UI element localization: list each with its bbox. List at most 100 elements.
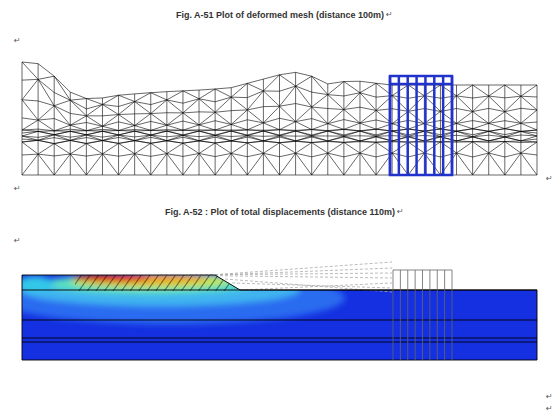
mesh-line — [22, 136, 38, 140]
mesh-line — [424, 96, 440, 112]
mesh-line — [344, 93, 360, 110]
mesh-line — [119, 154, 135, 175]
mesh-line — [70, 99, 86, 101]
mesh-line — [215, 153, 231, 175]
mesh-line — [231, 141, 247, 143]
mesh-line — [54, 76, 70, 100]
mesh-line — [38, 144, 54, 155]
mesh-line — [296, 76, 312, 86]
mesh-line — [296, 143, 312, 154]
mesh-line — [151, 93, 167, 100]
mesh-line — [119, 143, 135, 153]
mesh-line — [263, 131, 279, 136]
mesh-line — [183, 130, 199, 132]
mesh-line — [199, 131, 215, 135]
mesh-line — [22, 79, 38, 99]
mesh-line — [135, 143, 151, 153]
mesh-line — [102, 98, 103, 175]
mesh-line — [472, 85, 473, 175]
mesh-line — [505, 140, 521, 142]
mesh-line — [488, 85, 489, 175]
mesh-line — [296, 136, 312, 141]
mesh-line — [38, 79, 54, 105]
mesh-line — [312, 136, 328, 141]
mesh-line — [424, 85, 440, 96]
mesh-line — [119, 126, 135, 131]
mesh-line — [360, 136, 376, 141]
mesh-line — [247, 143, 263, 153]
mesh-line — [505, 142, 521, 153]
mesh-line — [183, 141, 199, 143]
mesh-line — [457, 142, 473, 153]
mesh-line — [392, 85, 393, 175]
mesh-line — [102, 130, 118, 132]
mesh-line — [22, 130, 38, 131]
mesh-line — [489, 153, 505, 175]
mesh-line — [135, 141, 151, 144]
mesh-line — [167, 135, 183, 140]
mesh-line — [392, 129, 408, 131]
pile — [444, 270, 445, 360]
mesh-line — [183, 125, 199, 130]
mesh-line — [151, 143, 167, 153]
mesh-line — [167, 154, 183, 175]
mesh-line — [86, 144, 102, 154]
mesh-line — [183, 99, 199, 113]
mesh-line — [360, 129, 376, 131]
mesh-line — [328, 136, 344, 141]
mesh-line — [296, 86, 312, 107]
figure-caption: Fig. A-52 : Plot of total displacements … — [165, 207, 395, 217]
mesh-line — [119, 115, 135, 126]
mesh-line — [135, 102, 151, 114]
mesh-line — [231, 110, 247, 125]
mesh-line — [312, 153, 328, 175]
mesh-line — [215, 143, 231, 153]
mesh-line — [505, 137, 521, 141]
mesh-line — [312, 143, 328, 154]
mesh-line — [135, 93, 151, 102]
mesh-line — [166, 92, 167, 175]
mesh-line — [505, 129, 521, 132]
mesh-line — [167, 125, 183, 130]
mesh-line — [280, 143, 296, 153]
mesh-line — [167, 100, 183, 113]
mesh-line — [167, 130, 183, 132]
mesh-line — [199, 99, 215, 112]
pile — [415, 76, 418, 175]
mesh-line — [151, 141, 167, 144]
paragraph-mark: ↵ — [546, 404, 553, 413]
mesh-line — [473, 142, 489, 153]
mesh-line — [54, 100, 70, 106]
mesh-line — [440, 85, 441, 175]
mesh-line — [392, 111, 408, 123]
mesh-line — [86, 104, 102, 115]
mesh-line — [424, 124, 440, 129]
mesh-line — [311, 76, 312, 175]
mesh-line — [247, 91, 263, 110]
mesh-line — [167, 131, 183, 135]
pile — [451, 76, 454, 175]
mesh-line — [151, 125, 167, 130]
mesh-line — [295, 72, 296, 175]
mesh-line — [215, 89, 231, 97]
mesh-line — [521, 85, 537, 96]
mesh-line — [328, 142, 344, 153]
mesh-line — [199, 141, 215, 143]
mesh-line — [22, 154, 38, 175]
mesh-line — [215, 135, 231, 140]
mesh-line — [199, 90, 200, 175]
mesh-line — [247, 83, 248, 175]
mesh-line — [119, 135, 135, 141]
mesh-line — [296, 141, 312, 143]
mesh-line — [86, 99, 102, 105]
mesh-line — [70, 131, 86, 135]
mesh-line — [263, 136, 279, 141]
mesh-line — [521, 96, 537, 110]
mesh-line — [215, 89, 216, 175]
mesh-line — [489, 140, 505, 142]
mesh-line — [392, 142, 408, 153]
mesh-line — [312, 95, 328, 107]
mesh-line — [215, 141, 231, 143]
mesh-line — [521, 110, 537, 123]
mesh-line — [392, 96, 408, 112]
